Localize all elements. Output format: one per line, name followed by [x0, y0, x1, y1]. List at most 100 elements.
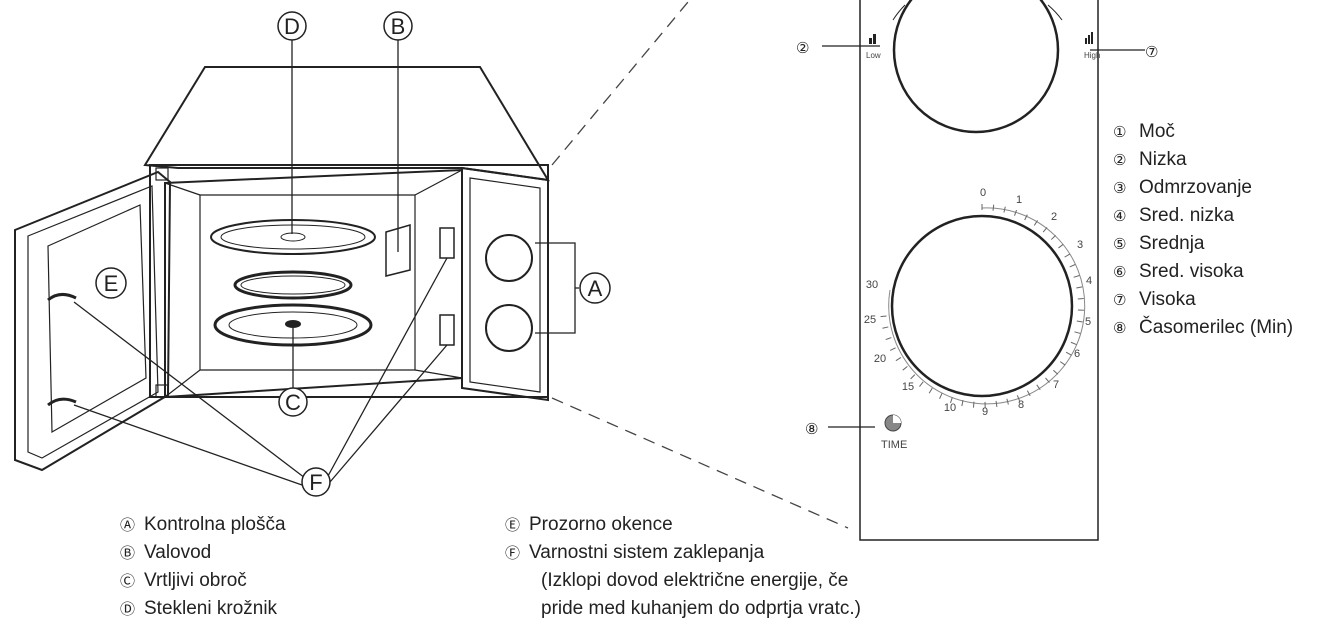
tick-mark [880, 315, 887, 318]
legend-marker: Ⓐ [120, 516, 135, 534]
panel-callout-8: ⑧ [805, 420, 818, 438]
legend-marker: ⑦ [1113, 291, 1126, 309]
tick-mark [995, 400, 998, 407]
tick-mark [1065, 351, 1072, 356]
legend-text: Sred. nizka [1139, 205, 1234, 226]
tick-mark [939, 393, 943, 399]
timer-tick-label: 30 [866, 279, 878, 291]
timer-tick-label: 8 [1018, 399, 1024, 411]
timer-tick-label: 4 [1086, 275, 1092, 287]
timer-tick-label: 2 [1051, 211, 1057, 223]
timer-tick-label: 7 [1053, 379, 1059, 391]
timer-tick-label: 20 [874, 353, 886, 365]
tick-mark [895, 357, 902, 362]
time-icon [884, 414, 902, 432]
tick-mark [1045, 377, 1050, 383]
timer-knob[interactable] [890, 214, 1074, 398]
legend-text: Nizka [1139, 149, 1187, 170]
timer-ticks [880, 204, 1084, 408]
tick-mark [885, 337, 892, 341]
tick-mark [1036, 384, 1041, 391]
legend-marker: ② [1113, 151, 1126, 169]
timer-tick-label: 1 [1016, 194, 1022, 206]
legend-text: pride med kuhanjem do odprtja vratc.) [541, 598, 861, 619]
legend-text: Kontrolna plošča [144, 514, 286, 535]
tick-mark [1003, 206, 1006, 213]
timer-tick-label: 25 [864, 314, 876, 326]
legend-text: Odmrzovanje [1139, 177, 1252, 198]
tick-mark [1033, 220, 1038, 226]
tick-mark [928, 387, 933, 394]
tick-mark [1050, 235, 1056, 240]
tick-mark [1024, 214, 1028, 221]
callout-c: C [278, 328, 308, 417]
tick-mark [1006, 398, 1009, 405]
legend-text: Valovod [144, 542, 211, 563]
svg-text:F: F [309, 470, 322, 495]
tick-mark [1076, 320, 1083, 323]
legend-marker: Ⓒ [120, 572, 135, 590]
callout-f: F [73, 257, 448, 497]
legend-text: Srednja [1139, 233, 1205, 254]
panel-callout-2: ② [796, 39, 809, 57]
tick-mark [1016, 395, 1021, 402]
legend-marker: ⑥ [1113, 263, 1126, 281]
power-high-label: High [1084, 51, 1100, 60]
time-label: TIME [881, 439, 907, 451]
tick-mark [1074, 331, 1081, 334]
callout-d: D [277, 11, 307, 234]
tick-mark [1058, 243, 1064, 249]
legend-text: (Izklopi dovod električne energije, če [541, 570, 848, 591]
tick-mark [972, 401, 975, 408]
legend-marker: ① [1113, 123, 1126, 141]
projection-lines [551, 1, 849, 529]
tick-mark [1070, 341, 1077, 346]
tick-mark [1076, 286, 1083, 289]
tick-mark [1059, 361, 1066, 366]
panel-callout-7: ⑦ [1145, 43, 1158, 61]
tick-mark [1069, 264, 1076, 268]
svg-text:C: C [285, 390, 301, 415]
tick-mark [910, 374, 916, 380]
tick-mark [1042, 227, 1048, 233]
tick-mark [950, 397, 953, 404]
legend-marker: ⑤ [1113, 235, 1126, 253]
tick-mark [1064, 253, 1071, 258]
tick-mark [882, 326, 889, 329]
legend-text: Prozorno okence [529, 514, 673, 535]
legend-marker: Ⓓ [120, 600, 135, 618]
tick-mark [1073, 275, 1080, 278]
timer-tick-label: 10 [944, 402, 956, 414]
legend-text: Stekleni krožnik [144, 598, 278, 619]
legend-marker: Ⓑ [120, 544, 135, 562]
legend-text: Sred. visoka [1139, 261, 1244, 282]
legend-text: Vrtljivi obroč [144, 570, 247, 591]
svg-text:B: B [391, 14, 406, 39]
tick-mark [902, 366, 908, 371]
svg-text:D: D [284, 14, 300, 39]
tick-mark [961, 400, 964, 407]
tick-mark [1026, 390, 1031, 397]
legend-marker: Ⓕ [505, 544, 520, 562]
callout-a: A [535, 242, 611, 334]
timer-tick-label: 9 [982, 406, 988, 418]
legend-marker: ③ [1113, 179, 1126, 197]
timer-tick-label: 0 [980, 187, 986, 199]
timer-tick-label: 3 [1077, 239, 1083, 251]
callout-b: B [383, 11, 413, 252]
legend-text: Varnostni sistem zaklepanja [529, 542, 765, 563]
legend-text: Moč [1139, 121, 1175, 142]
svg-text:E: E [104, 271, 119, 296]
power-knob[interactable] [892, 0, 1060, 134]
svg-text:A: A [588, 276, 603, 301]
timer-tick-label: 5 [1085, 316, 1091, 328]
power-low-label: Low [866, 51, 881, 60]
control-panel-detail [822, 0, 1145, 541]
tick-mark [889, 347, 896, 351]
timer-tick-label: 6 [1074, 348, 1080, 360]
